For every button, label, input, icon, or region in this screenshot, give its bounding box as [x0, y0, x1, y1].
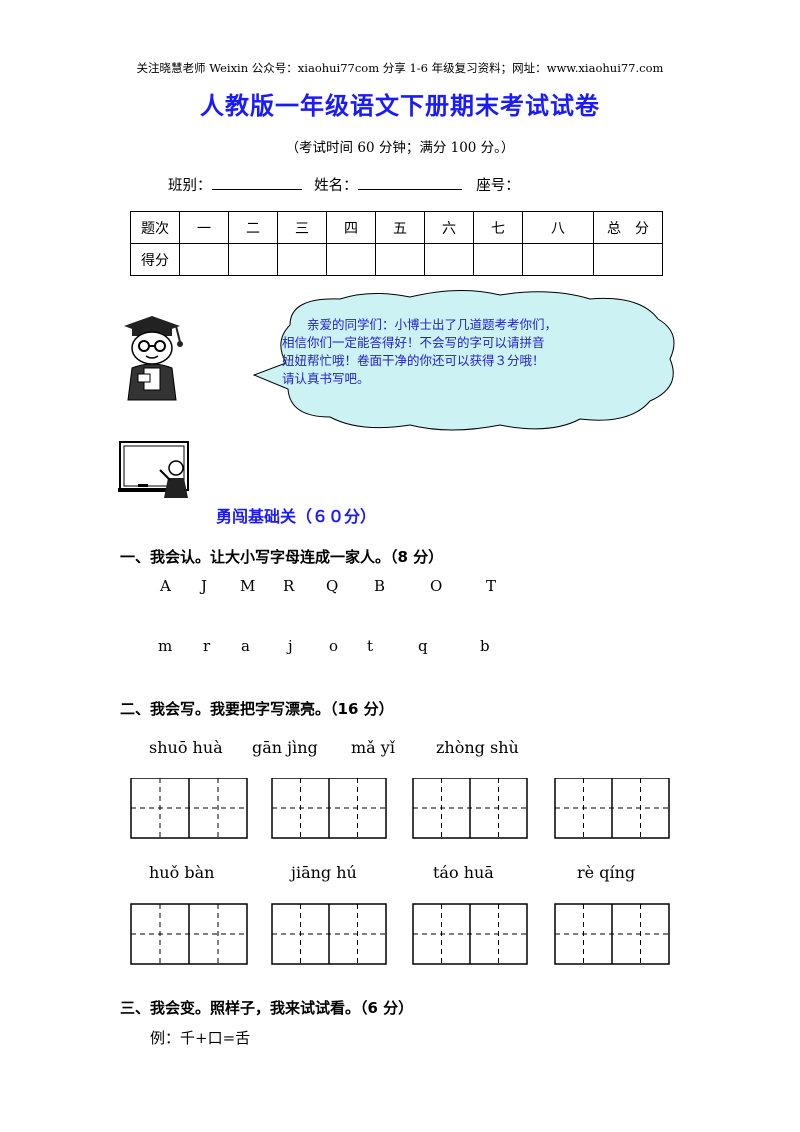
writing-grid-pair[interactable] [412, 903, 528, 965]
seat-label: 座号： [476, 178, 520, 194]
score-header-cell: 一 [179, 211, 229, 244]
class-label: 班别： [168, 178, 212, 194]
uppercase-letter: M [240, 577, 256, 595]
writing-grid-pair[interactable] [554, 903, 670, 965]
name-label: 姓名： [314, 178, 358, 194]
section-title: 勇闯基础关（６０分） [216, 507, 377, 526]
header-note: 关注晓慧老师 Weixin 公众号：xiaohui77com 分享 1-6 年级… [136, 61, 664, 75]
pinyin-label: shuō huà [149, 738, 223, 757]
score-cell[interactable] [228, 243, 278, 276]
score-header-cell: 四 [326, 211, 376, 244]
question-2-title: 二、我会写。我要把字写漂亮。（16 分） [120, 700, 394, 718]
exam-info: （考试时间 60 分钟；满分 100 分。） [285, 140, 515, 156]
lowercase-letter: a [241, 637, 250, 655]
uppercase-letter: A [160, 577, 171, 595]
example-text: 例：千+口=舌 [150, 1029, 251, 1047]
pinyin-label: zhòng shù [436, 738, 519, 757]
score-cell[interactable] [593, 243, 663, 276]
pinyin-label: rè qíng [577, 863, 636, 882]
speech-bubble-icon [252, 290, 675, 431]
bubble-line: 相信你们一定能答得好！不会写的字可以请拼音 [282, 335, 545, 350]
writing-grid-pair[interactable] [412, 778, 528, 839]
score-cell[interactable] [424, 243, 474, 276]
writing-grid-pair[interactable] [130, 903, 248, 965]
pinyin-label: táo huā [433, 863, 494, 882]
uppercase-letter: J [201, 577, 208, 595]
score-header-cell: 五 [375, 211, 425, 244]
writing-grid-pair[interactable] [554, 778, 670, 839]
class-blank[interactable] [211, 175, 302, 190]
score-cell[interactable] [277, 243, 327, 276]
score-table-header-row: 题次 一 二 三 四 五 六 七 八 总 分 [130, 211, 663, 244]
bubble-line: 请认真书写吧。 [282, 371, 370, 386]
lowercase-letter: q [418, 637, 428, 655]
pinyin-label: gān jìng [252, 738, 318, 757]
lowercase-letter: r [203, 637, 211, 655]
blackboard-teacher-icon [118, 441, 189, 498]
question-1-title: 一、我会认。让大小写字母连成一家人。（8 分） [120, 548, 444, 566]
score-header-cell: 总 分 [593, 211, 663, 244]
score-row-label: 得分 [130, 243, 180, 276]
lowercase-letter: m [158, 637, 173, 655]
uppercase-letter: B [374, 577, 386, 595]
score-table-score-row: 得分 [130, 243, 663, 276]
uppercase-letter: R [283, 577, 295, 595]
uppercase-letter: T [486, 577, 497, 595]
pinyin-label: huǒ bàn [149, 863, 215, 882]
page-title: 人教版一年级语文下册期末考试试卷 [200, 92, 600, 120]
score-cell[interactable] [522, 243, 594, 276]
uppercase-letter: Q [326, 577, 339, 595]
writing-grid-pair[interactable] [130, 778, 248, 839]
score-header-cell: 六 [424, 211, 474, 244]
score-header-cell: 八 [522, 211, 594, 244]
uppercase-letter: O [430, 577, 443, 595]
lowercase-letter: b [480, 637, 490, 655]
name-blank[interactable] [357, 175, 462, 190]
score-header-cell: 题次 [130, 211, 180, 244]
score-cell[interactable] [326, 243, 376, 276]
writing-grid-area [130, 778, 670, 965]
score-table: 题次 一 二 三 四 五 六 七 八 总 分 得分 [130, 211, 663, 276]
score-header-cell: 三 [277, 211, 327, 244]
doctor-character-icon [124, 316, 183, 401]
bubble-message: 亲爱的同学们：小博士出了几道题考考你们， 相信你们一定能答得好！不会写的字可以请… [282, 316, 642, 388]
lowercase-letter: t [367, 637, 374, 655]
student-info-line: 班别： 姓名： 座号： [168, 174, 520, 195]
score-cell[interactable] [375, 243, 425, 276]
lowercase-letter: o [329, 637, 339, 655]
score-cell[interactable] [473, 243, 523, 276]
score-header-cell: 二 [228, 211, 278, 244]
pinyin-label: jiāng hú [291, 863, 357, 882]
score-cell[interactable] [179, 243, 229, 276]
question-3-title: 三、我会变。照样子，我来试试看。（6 分） [120, 999, 414, 1017]
pinyin-label: mǎ yǐ [351, 738, 395, 757]
bubble-line: 妞妞帮忙哦！卷面干净的你还可以获得３分哦！ [282, 353, 545, 368]
writing-grid-pair[interactable] [271, 778, 387, 839]
writing-grid-pair[interactable] [271, 903, 387, 965]
bubble-line: 亲爱的同学们：小博士出了几道题考考你们， [282, 317, 558, 332]
lowercase-letter: j [288, 637, 293, 655]
score-header-cell: 七 [473, 211, 523, 244]
